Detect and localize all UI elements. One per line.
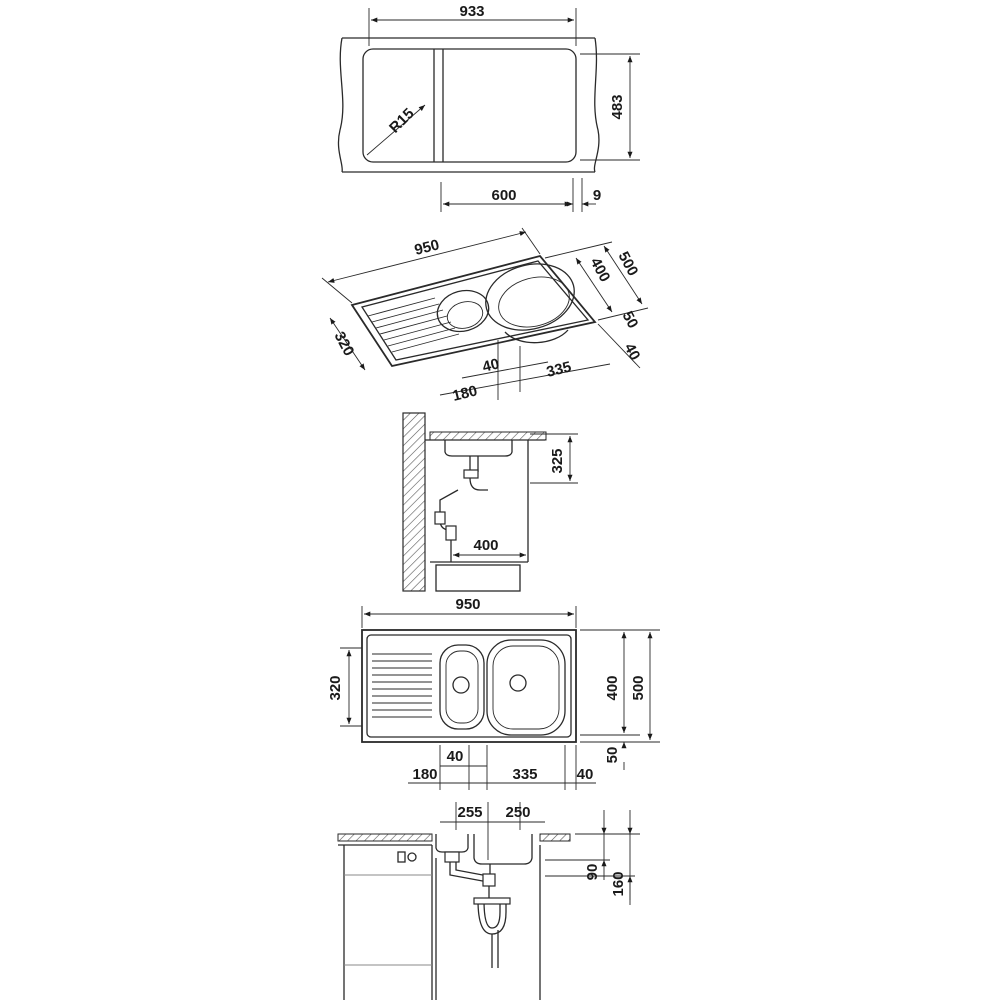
iso-dimension-bottom: 40 335 180 xyxy=(439,340,611,405)
plan-dimension-950: 950 xyxy=(361,596,577,628)
iso-40-right-label: 40 xyxy=(621,341,644,364)
iso-320-label: 320 xyxy=(331,329,358,359)
plan-40-right-label: 40 xyxy=(577,766,594,783)
plan-40-gap-label: 40 xyxy=(447,748,464,765)
side-trap-assembly xyxy=(434,456,488,562)
section-large-bowl xyxy=(473,834,533,865)
section-160-label: 160 xyxy=(610,871,627,896)
isometric-view: 950 500 400 50 40 320 40 335 180 xyxy=(321,227,649,405)
section-drain-pipes xyxy=(444,851,511,968)
countertop-section xyxy=(429,431,547,441)
section-90-label: 90 xyxy=(584,864,601,881)
countertop-right xyxy=(539,833,571,842)
bowl-profile xyxy=(444,440,513,457)
iso-335-label: 335 xyxy=(545,358,573,381)
plan-320-label: 320 xyxy=(327,675,344,700)
dim-600-label: 600 xyxy=(491,187,516,204)
side-view: 325 400 xyxy=(402,412,578,592)
plan-large-drain xyxy=(509,674,527,692)
countertop-cutout-outline xyxy=(337,37,600,173)
plan-dimension-320: 320 xyxy=(327,647,362,727)
plan-950-label: 950 xyxy=(455,596,480,613)
section-dimension-right: 90 160 xyxy=(545,810,640,905)
plan-50-label: 50 xyxy=(604,747,621,764)
cabinet-plinth xyxy=(435,564,521,592)
dim-483-label: 483 xyxy=(609,94,626,119)
section-view: 255 250 90 160 xyxy=(337,802,640,1000)
iso-180-label: 180 xyxy=(451,382,479,405)
side-dimension-325: 325 xyxy=(530,433,578,484)
iso-dimension-320: 320 xyxy=(329,317,366,371)
wall-hatch xyxy=(402,412,426,592)
dim-933-label: 933 xyxy=(459,3,484,20)
side-325-label: 325 xyxy=(549,448,566,473)
plan-dimension-bottom: 40 180 335 40 xyxy=(408,745,596,790)
side-dimension-400: 400 xyxy=(453,537,526,558)
dimension-600-9: 600 9 xyxy=(440,178,601,212)
dim-9-label: 9 xyxy=(593,187,601,204)
plan-small-bowl xyxy=(439,644,485,730)
radius-r15-label: R15 xyxy=(386,105,417,136)
iso-dimension-500-400: 500 400 50 40 xyxy=(544,241,649,369)
plan-500-label: 500 xyxy=(630,675,647,700)
countertop-left xyxy=(337,833,433,842)
plan-335-label: 335 xyxy=(512,766,537,783)
iso-40-gap-label: 40 xyxy=(481,355,501,376)
iso-dimension-950: 950 xyxy=(321,227,541,304)
plan-180-label: 180 xyxy=(412,766,437,783)
plan-sink-outline xyxy=(361,629,577,743)
iso-small-bowl xyxy=(436,289,490,333)
dimension-width-933: 933 xyxy=(368,3,577,46)
plan-large-bowl xyxy=(486,639,566,736)
section-small-bowl xyxy=(435,834,469,853)
section-dimension-top: 255 250 xyxy=(440,802,545,860)
plan-small-drain xyxy=(452,676,470,694)
plan-view: 950 320 400 500 50 40 xyxy=(327,596,660,790)
plan-dimension-400-500-50: 400 500 50 xyxy=(580,629,660,770)
plan-400-label: 400 xyxy=(604,675,621,700)
iso-950-label: 950 xyxy=(413,236,441,259)
appliance-knob xyxy=(407,852,417,862)
appliance-switch xyxy=(397,851,406,863)
side-400-label: 400 xyxy=(473,537,498,554)
iso-drainer-grooves xyxy=(367,297,460,353)
iso-sink-body xyxy=(350,254,597,368)
section-250-label: 250 xyxy=(505,804,530,821)
top-view: 933 483 R15 600 9 xyxy=(337,3,640,212)
plan-drainer-grooves xyxy=(372,653,432,718)
section-255-label: 255 xyxy=(457,804,482,821)
dimension-depth-483: 483 xyxy=(580,53,640,161)
iso-500-label: 500 xyxy=(615,249,642,279)
iso-50-label: 50 xyxy=(619,309,642,332)
